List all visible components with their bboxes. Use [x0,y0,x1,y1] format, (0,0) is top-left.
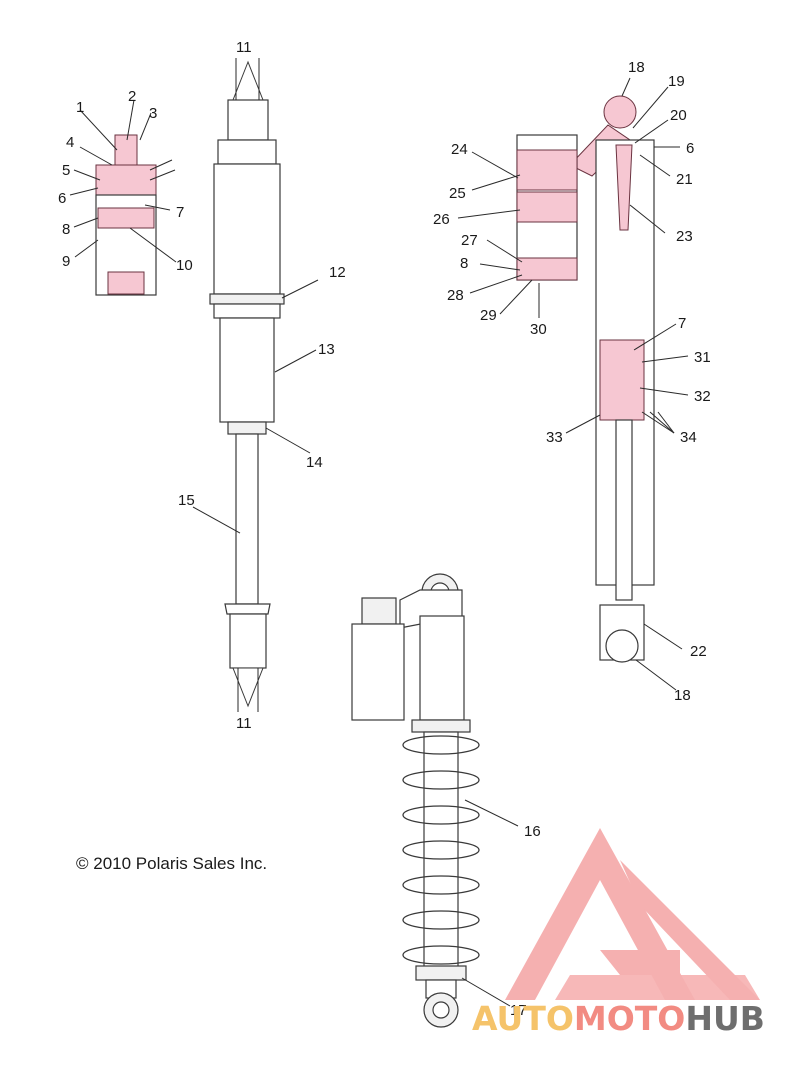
callout-18-bottom: 18 [674,687,691,704]
callout-1: 1 [76,99,84,116]
copyright-text: © 2010 Polaris Sales Inc. [76,854,267,873]
coil-spring [402,735,480,965]
callout-17: 17 [510,1002,527,1019]
callout-24: 24 [451,141,468,158]
callout-4: 4 [66,134,74,151]
callout-6b: 6 [686,140,694,157]
reservoir-cutaway-small [95,134,176,296]
callout-9: 9 [62,253,70,270]
watermark-auto: AUTO [472,999,574,1038]
callout-16: 16 [524,823,541,840]
callout-27: 27 [461,232,478,249]
callout-6a: 6 [58,190,66,207]
callout-7b: 7 [678,315,686,332]
callout-11-bottom: 11 [236,715,252,732]
callout-2: 2 [128,88,136,105]
callout-10: 10 [176,257,193,274]
callout-3: 3 [149,105,157,122]
watermark-hub: HUB [685,999,765,1038]
callout-31: 31 [694,349,711,366]
callout-8b: 8 [460,255,468,272]
svg-text:AUTOMOTOHUB: AUTOMOTOHUB [472,999,765,1038]
callout-30: 30 [530,321,547,338]
callout-14: 14 [306,454,323,471]
callout-19: 19 [668,73,685,90]
callout-18-top: 18 [628,59,645,76]
callout-34: 34 [680,429,697,446]
watermark-moto: MOTO [574,999,685,1038]
exploded-shock-assembly [209,60,285,708]
watermark-text: AUTOMOTOHUB [472,999,765,1038]
leader-lines [69,58,689,1007]
callout-26: 26 [433,211,450,228]
callout-11-top: 11 [236,39,252,56]
callout-25: 25 [449,185,466,202]
callout-labels: 1 2 3 4 5 6 7 8 9 10 11 11 12 13 14 15 1… [58,39,711,1019]
callout-20: 20 [670,107,687,124]
shock-cutaway-large [516,95,655,663]
callout-22: 22 [690,643,707,660]
callout-32: 32 [694,388,711,405]
callout-7a: 7 [176,204,184,221]
callout-33: 33 [546,429,563,446]
callout-12: 12 [329,264,346,281]
callout-13: 13 [318,341,335,358]
callout-29: 29 [480,307,497,324]
assembled-shock-with-spring [351,573,480,1028]
callout-15: 15 [178,492,195,509]
callout-28: 28 [447,287,464,304]
callout-8a: 8 [62,221,70,238]
callout-5: 5 [62,162,70,179]
callout-23: 23 [676,228,693,245]
watermark-logo [505,828,760,1000]
callout-21: 21 [676,171,693,188]
